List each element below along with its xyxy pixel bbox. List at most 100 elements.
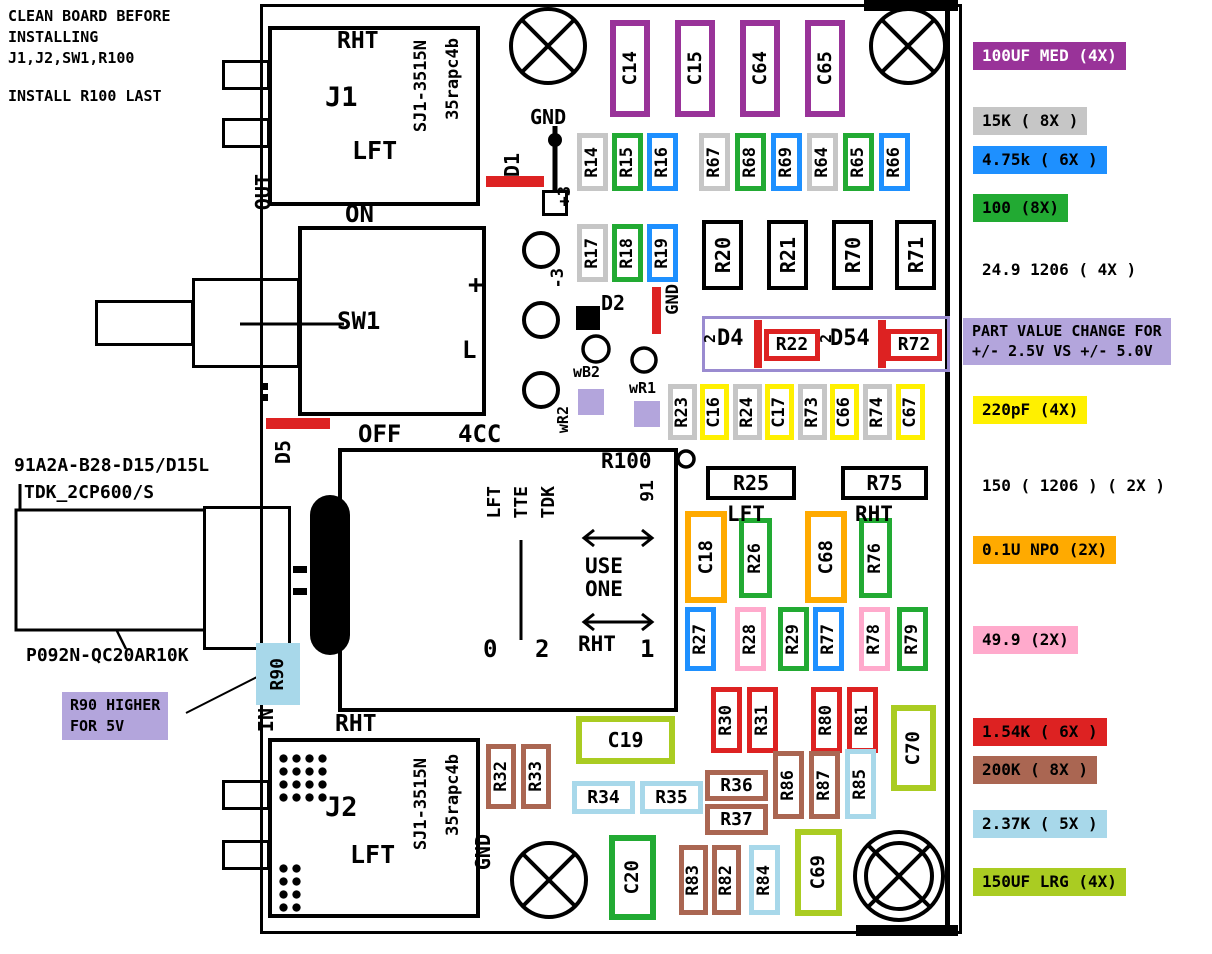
d4-group-box bbox=[702, 316, 950, 372]
sw1-body bbox=[298, 226, 486, 416]
sw1-label: SW1 bbox=[337, 307, 381, 335]
component-label: C19 bbox=[607, 728, 644, 752]
wr1-label: wR1 bbox=[629, 379, 657, 397]
component-r69: R69 bbox=[771, 133, 802, 191]
j2-rht-label: RHT bbox=[335, 711, 377, 737]
component-r67: R67 bbox=[699, 133, 730, 191]
board-bottom-bar bbox=[856, 925, 958, 936]
component-r79: R79 bbox=[897, 607, 928, 671]
in-label: IN bbox=[254, 708, 278, 733]
component-label: R30 bbox=[716, 704, 736, 736]
use-label: USE bbox=[585, 554, 623, 578]
j2-mfr-label: 35rapc4b bbox=[443, 754, 463, 836]
r100-lft-label: LFT bbox=[484, 486, 505, 519]
d5-label: D5 bbox=[271, 440, 295, 465]
component-label: R68 bbox=[740, 146, 760, 178]
component-r14: R14 bbox=[577, 133, 608, 191]
component-r16: R16 bbox=[647, 133, 678, 191]
component-label: R65 bbox=[848, 146, 868, 178]
plus3-label: +3 bbox=[555, 186, 575, 207]
sw1-plus-mark: + bbox=[468, 270, 484, 300]
j1-body bbox=[268, 26, 480, 206]
r100-box bbox=[338, 448, 678, 712]
component-r83: R83 bbox=[679, 845, 708, 915]
component-label: R37 bbox=[720, 808, 753, 830]
component-label: C64 bbox=[748, 51, 771, 86]
component-r85: R85 bbox=[845, 749, 876, 819]
sw1-l-mark: L bbox=[462, 336, 477, 364]
component-label: R22 bbox=[775, 334, 809, 355]
legend-2-37k: 2.37K ( 5X ) bbox=[973, 810, 1107, 838]
component-c66: C66 bbox=[830, 384, 859, 440]
j1-lft-label: LFT bbox=[352, 136, 398, 165]
component-label: R84 bbox=[754, 864, 774, 896]
component-r15: R15 bbox=[612, 133, 643, 191]
r90-note-pointer-line bbox=[185, 676, 258, 714]
component-label: C20 bbox=[621, 860, 643, 895]
transformer-model-label: 91A2A-B28-D15/D15L bbox=[14, 455, 210, 476]
sw1-lever bbox=[95, 300, 194, 346]
component-label: R19 bbox=[652, 237, 672, 269]
component-r75: R75 bbox=[841, 466, 928, 500]
legend-150uf-lrg: 150UF LRG (4X) bbox=[973, 868, 1126, 896]
component-label: R14 bbox=[582, 146, 602, 178]
legend-0-1u-npo: 0.1U NPO (2X) bbox=[973, 536, 1117, 564]
component-r64: R64 bbox=[807, 133, 838, 191]
d4-bar-2 bbox=[878, 320, 886, 368]
r100-0-label: 0 bbox=[483, 635, 498, 663]
component-c19: C19 bbox=[576, 716, 675, 764]
component-r82: R82 bbox=[712, 845, 741, 915]
component-label: R76 bbox=[865, 542, 885, 574]
j2-partnum-label: SJ1-3515N bbox=[411, 758, 431, 851]
transformer-p092n-label: P092N-QC20AR10K bbox=[26, 645, 189, 666]
one-label: ONE bbox=[585, 577, 623, 601]
component-label: C68 bbox=[814, 539, 837, 575]
component-label: R67 bbox=[704, 146, 724, 178]
mid-rht-label: RHT bbox=[855, 502, 893, 526]
out-label: OUT bbox=[251, 174, 275, 211]
r100-1-label: 1 bbox=[640, 635, 655, 663]
component-c69: C69 bbox=[795, 829, 842, 916]
component-label: R69 bbox=[776, 146, 796, 178]
component-label: R17 bbox=[582, 237, 602, 269]
component-label: R71 bbox=[903, 236, 928, 274]
component-r72: R72 bbox=[886, 329, 942, 361]
component-c64: C64 bbox=[740, 20, 780, 117]
component-r81: R81 bbox=[847, 687, 878, 753]
r100-2-label: 2 bbox=[535, 635, 550, 663]
component-c65: C65 bbox=[805, 20, 845, 117]
component-r74: R74 bbox=[863, 384, 892, 440]
component-r78: R78 bbox=[859, 607, 890, 671]
j1-mfr-label: 35rapc4b bbox=[443, 38, 463, 120]
component-r34: R34 bbox=[572, 781, 635, 814]
component-r66: R66 bbox=[879, 133, 910, 191]
component-label: R90 bbox=[267, 657, 288, 691]
component-r28: R28 bbox=[735, 607, 766, 671]
component-label: R18 bbox=[617, 237, 637, 269]
component-label: R16 bbox=[652, 146, 672, 178]
d2-bar bbox=[652, 287, 661, 334]
component-r32: R32 bbox=[486, 744, 516, 809]
j2-pin-2 bbox=[222, 840, 270, 870]
component-label: C70 bbox=[902, 730, 924, 766]
component-label: R83 bbox=[683, 864, 703, 896]
j1-pin-2 bbox=[222, 118, 270, 148]
component-label: R73 bbox=[802, 396, 822, 428]
component-label: C17 bbox=[769, 396, 789, 428]
on-label: ON bbox=[345, 200, 374, 228]
transformer-outline bbox=[14, 508, 203, 632]
component-c15: C15 bbox=[675, 20, 715, 117]
d2-label: D2 bbox=[601, 291, 626, 315]
wr2-label: wR2 bbox=[554, 406, 572, 434]
component-label: R24 bbox=[737, 396, 757, 428]
j1-partnum-label: SJ1-3515N bbox=[411, 40, 431, 133]
wb2-label: wB2 bbox=[573, 363, 601, 381]
clean-board-note: CLEAN BOARD BEFORE INSTALLING J1,J2,SW1,… bbox=[8, 7, 171, 67]
d4-2a-label: 2 bbox=[701, 334, 719, 344]
board-top-bar bbox=[864, 0, 958, 11]
r100-label: R100 bbox=[601, 449, 652, 473]
component-label: R86 bbox=[778, 769, 798, 801]
component-label: R66 bbox=[884, 146, 904, 178]
d5-bar bbox=[266, 418, 330, 429]
component-label: C15 bbox=[683, 51, 706, 86]
